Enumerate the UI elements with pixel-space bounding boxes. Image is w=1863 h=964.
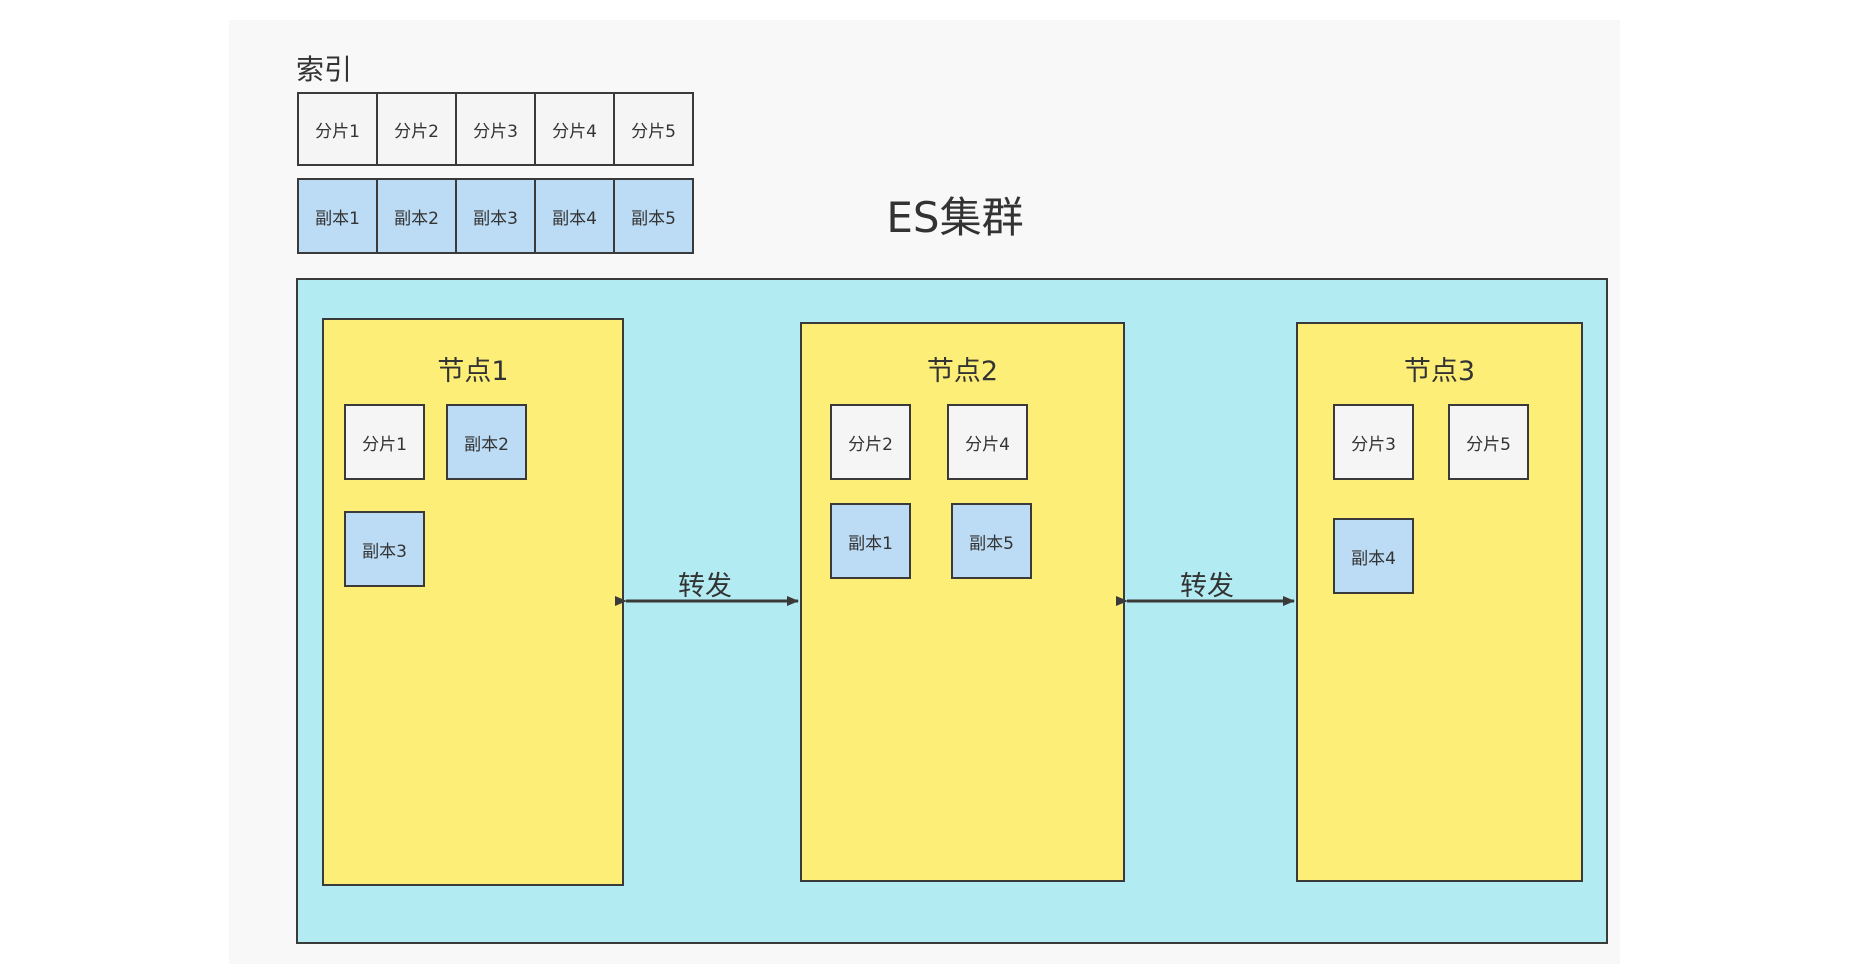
node-2-title: 节点2	[926, 355, 999, 387]
forward-label-2-3: 转发	[1180, 570, 1234, 602]
index-shard-5: 分片5	[613, 92, 694, 166]
index-shard-4: 分片4	[534, 92, 615, 166]
node-2-shard-2: 分片2	[830, 404, 911, 480]
forward-label-1-2: 转发	[678, 570, 732, 602]
index-title: 索引	[296, 53, 353, 86]
index-replica-4: 副本4	[534, 178, 615, 254]
index-shard-1: 分片1	[297, 92, 378, 166]
node-3-shard-3: 分片3	[1333, 404, 1414, 480]
index-replica-5: 副本5	[613, 178, 694, 254]
node-2-shard-4: 分片4	[947, 404, 1028, 480]
node-1-title: 节点1	[437, 355, 509, 387]
node-3-replica-4: 副本4	[1333, 518, 1414, 594]
node-3-title: 节点3	[1403, 355, 1476, 387]
node-2-replica-1: 副本1	[830, 503, 911, 579]
index-replica-1: 副本1	[297, 178, 378, 254]
node-1-replica-3: 副本3	[344, 511, 425, 587]
node-3-shard-5: 分片5	[1448, 404, 1529, 480]
cluster-title: ES集群	[886, 192, 1024, 242]
node-2-replica-5: 副本5	[951, 503, 1032, 579]
index-replica-2: 副本2	[376, 178, 457, 254]
index-replica-3: 副本3	[455, 178, 536, 254]
node-1-shard-1: 分片1	[344, 404, 425, 480]
index-shard-2: 分片2	[376, 92, 457, 166]
node-1-replica-2: 副本2	[446, 404, 527, 480]
